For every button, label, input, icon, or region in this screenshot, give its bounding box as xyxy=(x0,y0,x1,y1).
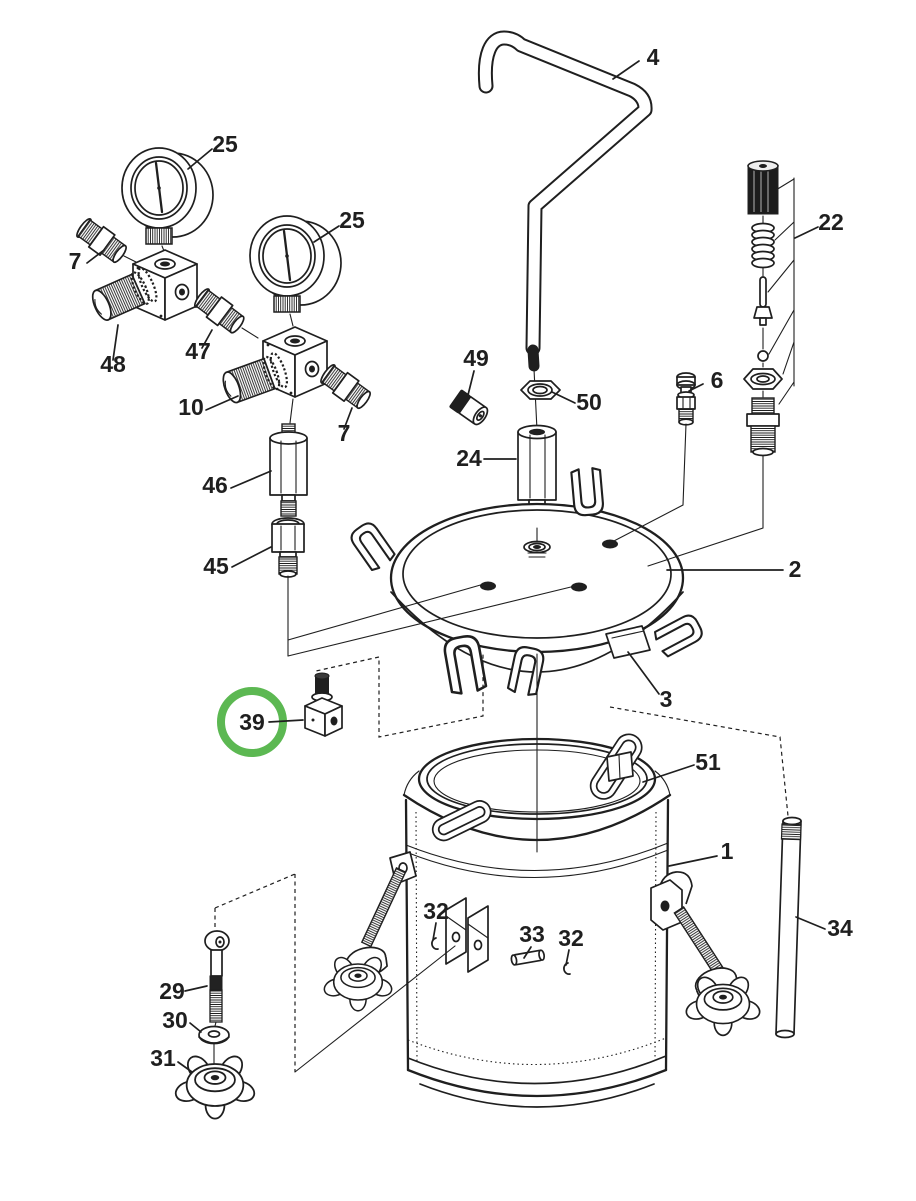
callout-6: 6 xyxy=(711,367,724,393)
lid-hole xyxy=(602,539,618,549)
lid-hole xyxy=(571,582,587,592)
nut-22 xyxy=(743,368,783,390)
lid-2 xyxy=(346,466,707,698)
callout-2: 2 xyxy=(789,556,802,582)
clamp-exploded-29-30-31 xyxy=(172,930,258,1120)
gauge-right xyxy=(248,214,343,327)
callout-7-left: 7 xyxy=(69,248,82,274)
callout-39: 39 xyxy=(239,709,265,735)
fitting-45 xyxy=(271,517,305,578)
nut-50 xyxy=(520,380,561,400)
lid-hole xyxy=(480,581,496,591)
callout-46: 46 xyxy=(202,472,228,498)
assembly-path-34 xyxy=(609,706,789,817)
fluid-tube-4 xyxy=(477,30,653,372)
fitting-46 xyxy=(269,398,308,517)
callout-25-right: 25 xyxy=(339,207,365,233)
callout-24: 24 xyxy=(456,445,482,471)
callout-29: 29 xyxy=(159,978,185,1004)
clamp-right xyxy=(650,871,763,1037)
spring-22 xyxy=(751,222,775,269)
clamp-left xyxy=(321,851,417,1012)
gauge-left xyxy=(120,146,215,257)
callout-22: 22 xyxy=(818,209,844,235)
tank-1 xyxy=(402,737,672,1108)
knob-48 xyxy=(91,267,158,321)
needle-22 xyxy=(753,276,773,326)
callout-1: 1 xyxy=(721,838,734,864)
callout-25-left: 25 xyxy=(212,131,238,157)
callout-7-right: 7 xyxy=(338,420,351,446)
lid-clip xyxy=(570,466,605,518)
callout-4: 4 xyxy=(647,44,660,70)
callout-32-top: 32 xyxy=(423,898,449,924)
fitting-7-right xyxy=(316,360,375,413)
assembly-lines xyxy=(287,423,764,853)
lid-clip xyxy=(346,518,398,573)
fitting-7-left xyxy=(72,214,141,267)
valve-body-22 xyxy=(746,397,780,457)
valve-39 xyxy=(304,672,343,737)
knob-10 xyxy=(222,352,289,404)
e-clip-32 xyxy=(563,962,571,975)
fitting-47 xyxy=(190,285,259,339)
washer-30 xyxy=(198,1025,230,1045)
callout-labels: 4 25 25 7 7 48 47 10 22 49 50 24 6 46 45… xyxy=(69,44,853,1071)
handle-51-back xyxy=(431,800,492,842)
knob-31 xyxy=(172,1051,258,1120)
handle-51-front xyxy=(589,733,643,800)
callout-31: 31 xyxy=(150,1045,176,1071)
callout-30: 30 xyxy=(162,1007,188,1033)
callout-3: 3 xyxy=(660,686,673,712)
lid-center-hub xyxy=(523,527,551,558)
callout-49: 49 xyxy=(463,345,489,371)
valve-assembly-22 xyxy=(743,160,795,457)
lid-lug-3 xyxy=(605,625,651,659)
callout-51: 51 xyxy=(695,749,721,775)
fitting-6 xyxy=(676,372,696,426)
ball-22 xyxy=(757,350,769,362)
callout-33: 33 xyxy=(519,921,545,947)
bracket-32-33 xyxy=(431,897,571,975)
lid-clip xyxy=(651,611,707,659)
assembly-panel-dashed xyxy=(214,873,456,1073)
callout-47: 47 xyxy=(185,338,211,364)
callout-50: 50 xyxy=(576,389,602,415)
callout-45: 45 xyxy=(203,553,229,579)
callout-10: 10 xyxy=(178,394,204,420)
pickup-tube-34 xyxy=(775,816,802,1039)
callout-34: 34 xyxy=(827,915,853,941)
bracket-22 xyxy=(767,177,795,405)
callout-48: 48 xyxy=(100,351,126,377)
fitting-49 xyxy=(449,389,489,426)
leader-lines xyxy=(86,60,826,1073)
callout-32-right: 32 xyxy=(558,925,584,951)
e-clip-32 xyxy=(431,937,439,950)
